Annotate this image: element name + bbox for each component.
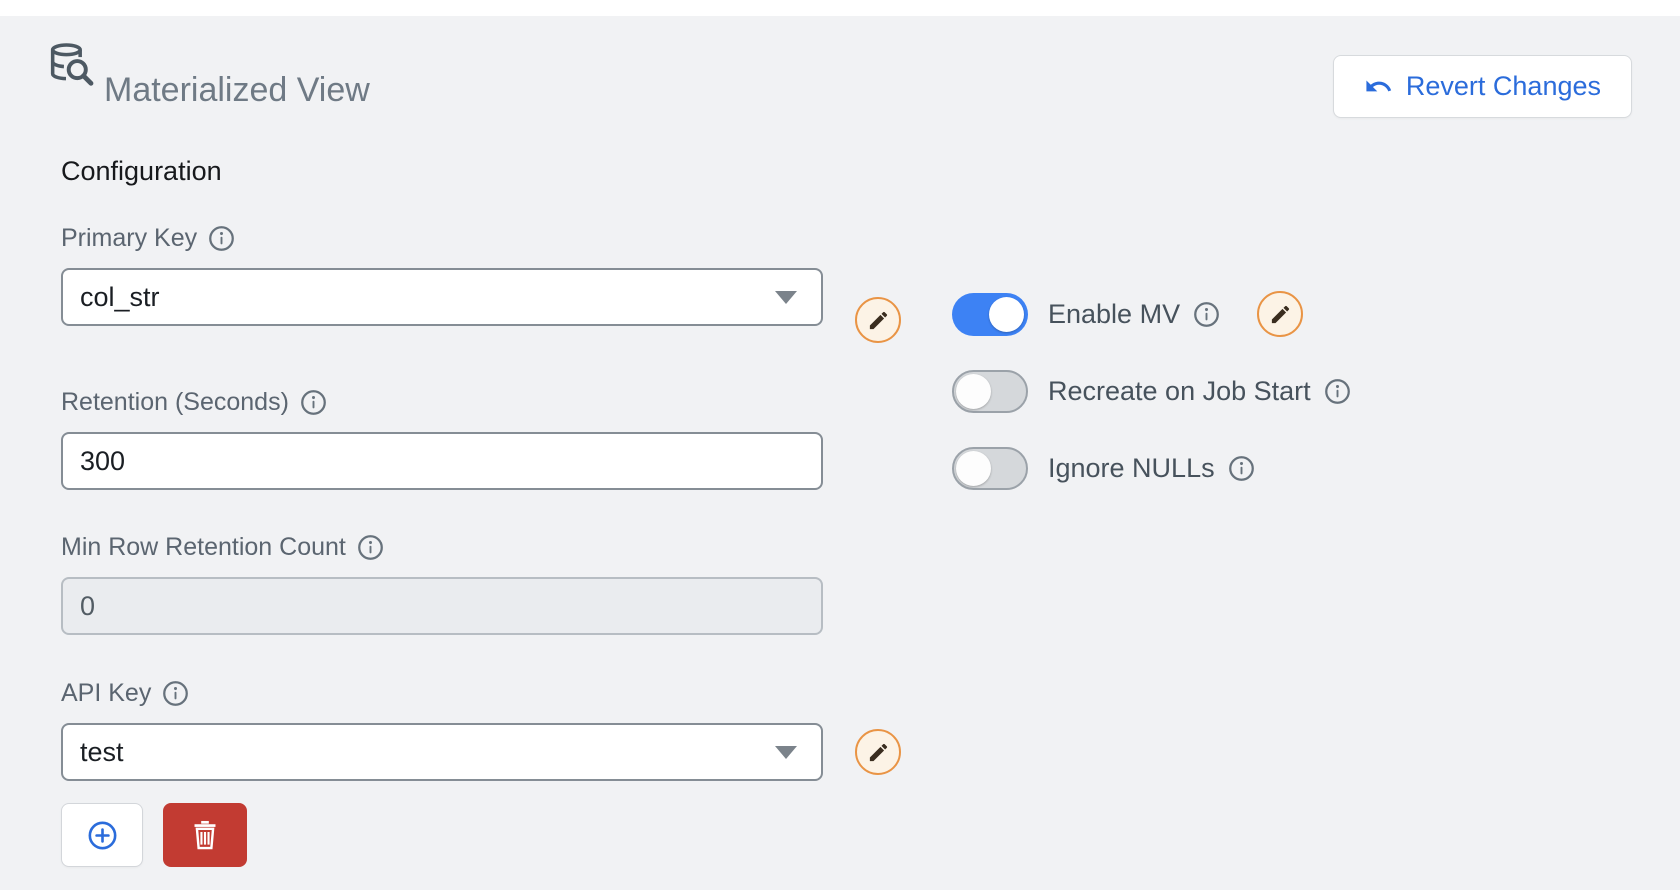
- toggle-knob: [989, 296, 1024, 332]
- enable-mv-row: Enable MV: [952, 291, 1304, 337]
- primary-key-label-row: Primary Key: [61, 224, 823, 253]
- api-key-label: API Key: [61, 679, 152, 707]
- retention-group: Retention (Seconds): [61, 388, 823, 490]
- recreate-on-job-start-row: Recreate on Job Start: [952, 368, 1351, 414]
- retention-label-row: Retention (Seconds): [61, 388, 823, 417]
- recreate-on-job-start-label: Recreate on Job Start: [1048, 375, 1311, 406]
- recreate-on-job-start-toggle[interactable]: [952, 369, 1028, 413]
- retention-input[interactable]: [61, 432, 823, 490]
- ignore-nulls-label: Ignore NULLs: [1048, 452, 1215, 483]
- database-search-icon: [46, 40, 96, 90]
- enable-mv-toggle[interactable]: [952, 292, 1028, 336]
- min-row-retention-group: Min Row Retention Count: [61, 533, 823, 635]
- edit-primary-key-button[interactable]: [855, 297, 901, 343]
- add-api-key-button[interactable]: [61, 803, 143, 867]
- delete-api-key-button[interactable]: [163, 803, 247, 867]
- api-key-value: test: [80, 736, 124, 767]
- primary-key-select[interactable]: col_str: [61, 268, 823, 326]
- caret-down-icon: [775, 290, 797, 304]
- toggle-knob: [956, 373, 991, 409]
- info-icon[interactable]: [208, 225, 235, 252]
- pencil-icon: [1269, 303, 1292, 326]
- circle-plus-icon: [86, 819, 119, 852]
- enable-mv-label: Enable MV: [1048, 298, 1181, 329]
- toggle-knob: [956, 450, 991, 486]
- info-icon[interactable]: [1228, 455, 1255, 482]
- pencil-icon: [867, 309, 890, 332]
- info-icon[interactable]: [1324, 378, 1351, 405]
- info-icon[interactable]: [300, 389, 327, 416]
- api-key-label-row: API Key: [61, 679, 823, 708]
- edit-api-key-button[interactable]: [855, 729, 901, 775]
- revert-changes-button[interactable]: Revert Changes: [1332, 55, 1632, 118]
- revert-changes-label: Revert Changes: [1405, 71, 1601, 101]
- min-row-label-row: Min Row Retention Count: [61, 533, 823, 562]
- api-key-select[interactable]: test: [61, 723, 823, 781]
- api-key-group: API Key test: [61, 679, 823, 781]
- page-title: Materialized View: [104, 70, 370, 109]
- ignore-nulls-row: Ignore NULLs: [952, 445, 1255, 491]
- section-title: Configuration: [61, 156, 222, 187]
- top-strip: [0, 0, 1680, 16]
- undo-icon: [1364, 72, 1393, 101]
- primary-key-group: Primary Key col_str: [61, 224, 823, 326]
- ignore-nulls-toggle[interactable]: [952, 446, 1028, 490]
- min-row-label: Min Row Retention Count: [61, 533, 346, 561]
- info-icon[interactable]: [162, 680, 189, 707]
- retention-label: Retention (Seconds): [61, 388, 289, 416]
- min-row-input: [61, 577, 823, 635]
- trash-icon: [188, 818, 222, 852]
- primary-key-label: Primary Key: [61, 224, 198, 252]
- caret-down-icon: [775, 745, 797, 759]
- info-icon[interactable]: [1193, 301, 1220, 328]
- info-icon[interactable]: [357, 534, 384, 561]
- primary-key-value: col_str: [80, 281, 160, 312]
- edit-enable-mv-button[interactable]: [1257, 291, 1304, 337]
- pencil-icon: [867, 741, 890, 764]
- api-key-actions: [61, 803, 247, 867]
